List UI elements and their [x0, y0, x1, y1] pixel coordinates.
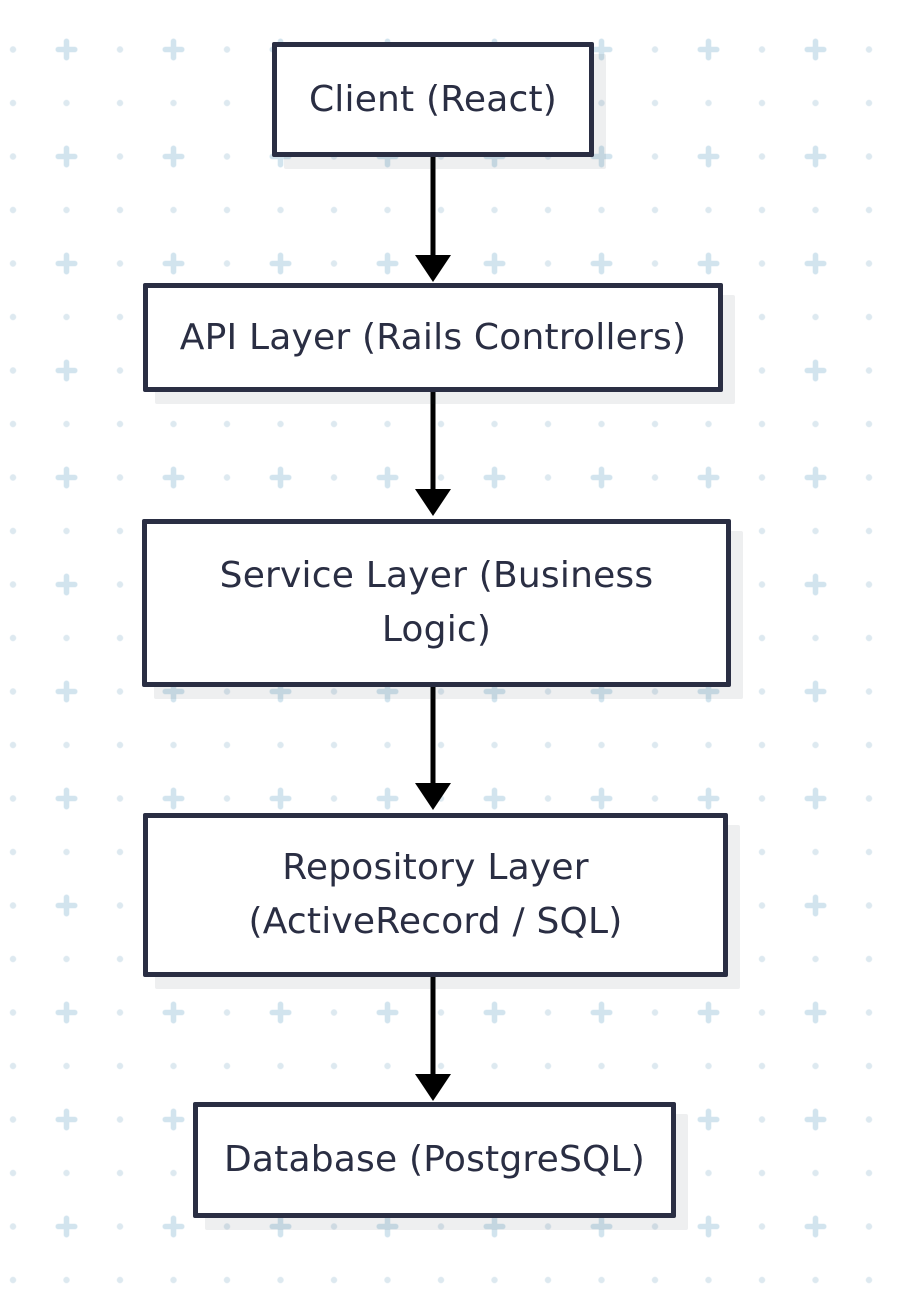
node-database-label: Database (PostgreSQL): [223, 1139, 646, 1180]
arrow-client-to-api: [415, 157, 451, 282]
arrow-shaft: [430, 687, 436, 784]
node-service-layer-label: Service Layer (Business Logic): [219, 555, 654, 650]
node-client: Client (React): [272, 42, 594, 157]
node-api-layer-label: API Layer (Rails Controllers): [179, 316, 687, 358]
arrowhead-down-icon: [415, 255, 451, 282]
node-repository-layer: Repository Layer (ActiveRecord / SQL): [143, 813, 728, 977]
arrow-shaft: [430, 157, 436, 256]
node-client-label: Client (React): [308, 78, 558, 120]
node-database: Database (PostgreSQL): [193, 1102, 676, 1218]
arrowhead-down-icon: [415, 1074, 451, 1101]
arrow-repository-to-database: [415, 977, 451, 1101]
node-repository-layer-label: Repository Layer (ActiveRecord / SQL): [248, 847, 623, 942]
arrowhead-down-icon: [415, 783, 451, 810]
arrow-api-to-service: [415, 392, 451, 516]
arrowhead-down-icon: [415, 489, 451, 516]
arrow-shaft: [430, 977, 436, 1075]
node-service-layer: Service Layer (Business Logic): [142, 519, 731, 687]
node-api-layer: API Layer (Rails Controllers): [143, 283, 723, 392]
arrow-shaft: [430, 392, 436, 490]
arrow-service-to-repository: [415, 687, 451, 810]
